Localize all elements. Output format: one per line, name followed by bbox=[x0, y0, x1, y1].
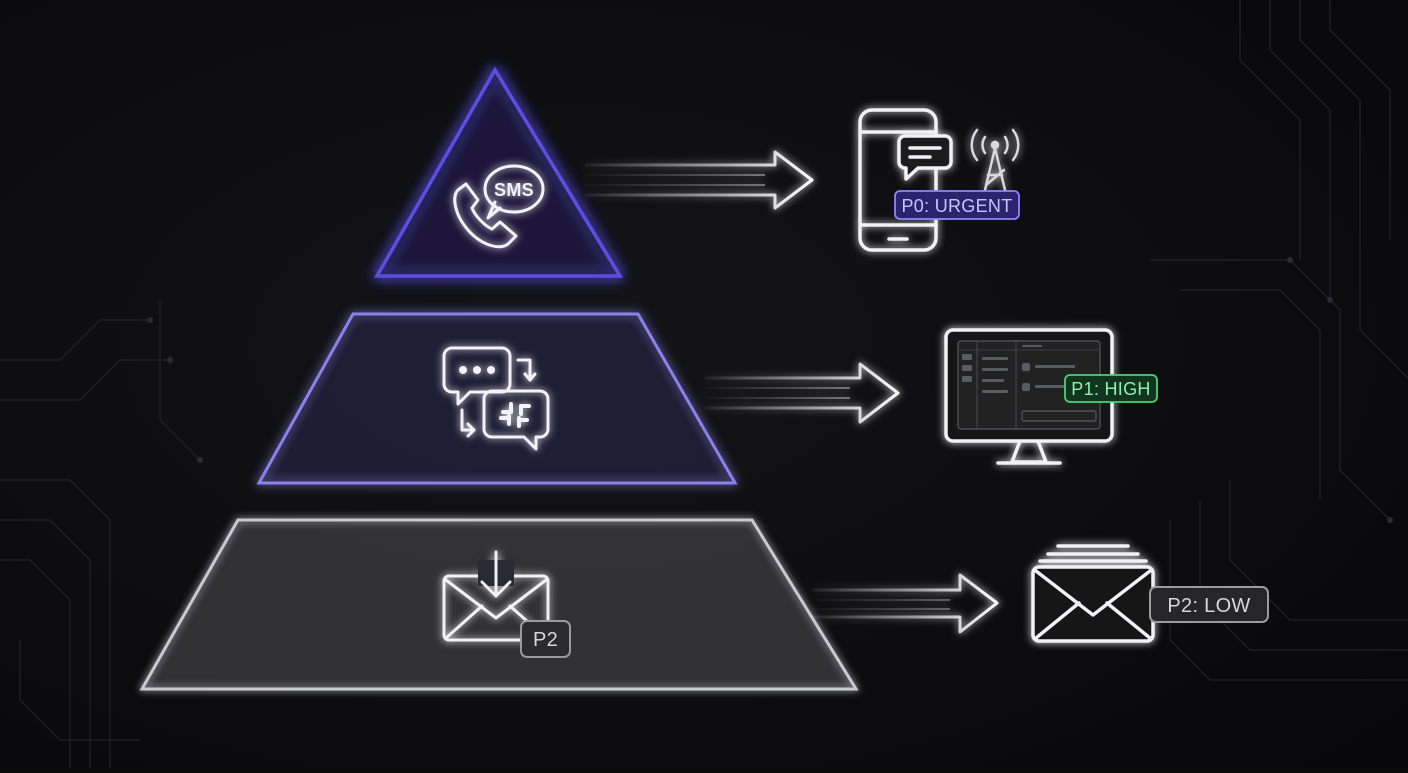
arrow-p0 bbox=[585, 150, 814, 210]
device-p0: P0: URGENT bbox=[858, 108, 1020, 252]
tier-p0-shape bbox=[373, 66, 624, 278]
tier-p1 bbox=[256, 312, 738, 485]
p2-tag-label: P2 bbox=[533, 629, 558, 651]
p2-badge: P2: LOW bbox=[1149, 586, 1269, 623]
arrow-p1 bbox=[705, 362, 900, 424]
p2-badge-label: P2: LOW bbox=[1167, 595, 1250, 617]
tier-p2: P2 bbox=[139, 518, 859, 691]
sms-phone-icon: SMS bbox=[453, 164, 545, 249]
p0-badge-label: P0: URGENT bbox=[901, 196, 1012, 216]
email-inbox-icon bbox=[442, 550, 550, 642]
chat-slack-icon bbox=[442, 346, 550, 451]
mobile-phone-icon bbox=[858, 108, 953, 252]
device-p1: P1: HIGH bbox=[944, 328, 1158, 465]
tier-p0: SMS bbox=[373, 66, 624, 278]
arrow-p2 bbox=[812, 573, 999, 634]
mail-envelope-icon bbox=[1031, 544, 1155, 643]
desktop-monitor-icon bbox=[944, 328, 1114, 465]
p2-tag: P2 bbox=[520, 620, 571, 658]
sms-icon-label: SMS bbox=[494, 180, 534, 200]
circuit-nodes-decoration bbox=[147, 257, 1393, 523]
device-p2: P2: LOW bbox=[1031, 544, 1269, 643]
tier-p1-shape bbox=[256, 312, 738, 485]
signal-tower-icon bbox=[970, 128, 1020, 192]
p1-badge-label: P1: HIGH bbox=[1071, 379, 1150, 399]
p1-badge: P1: HIGH bbox=[1064, 374, 1158, 403]
p0-badge: P0: URGENT bbox=[894, 190, 1020, 220]
tier-p2-shape bbox=[139, 518, 859, 691]
